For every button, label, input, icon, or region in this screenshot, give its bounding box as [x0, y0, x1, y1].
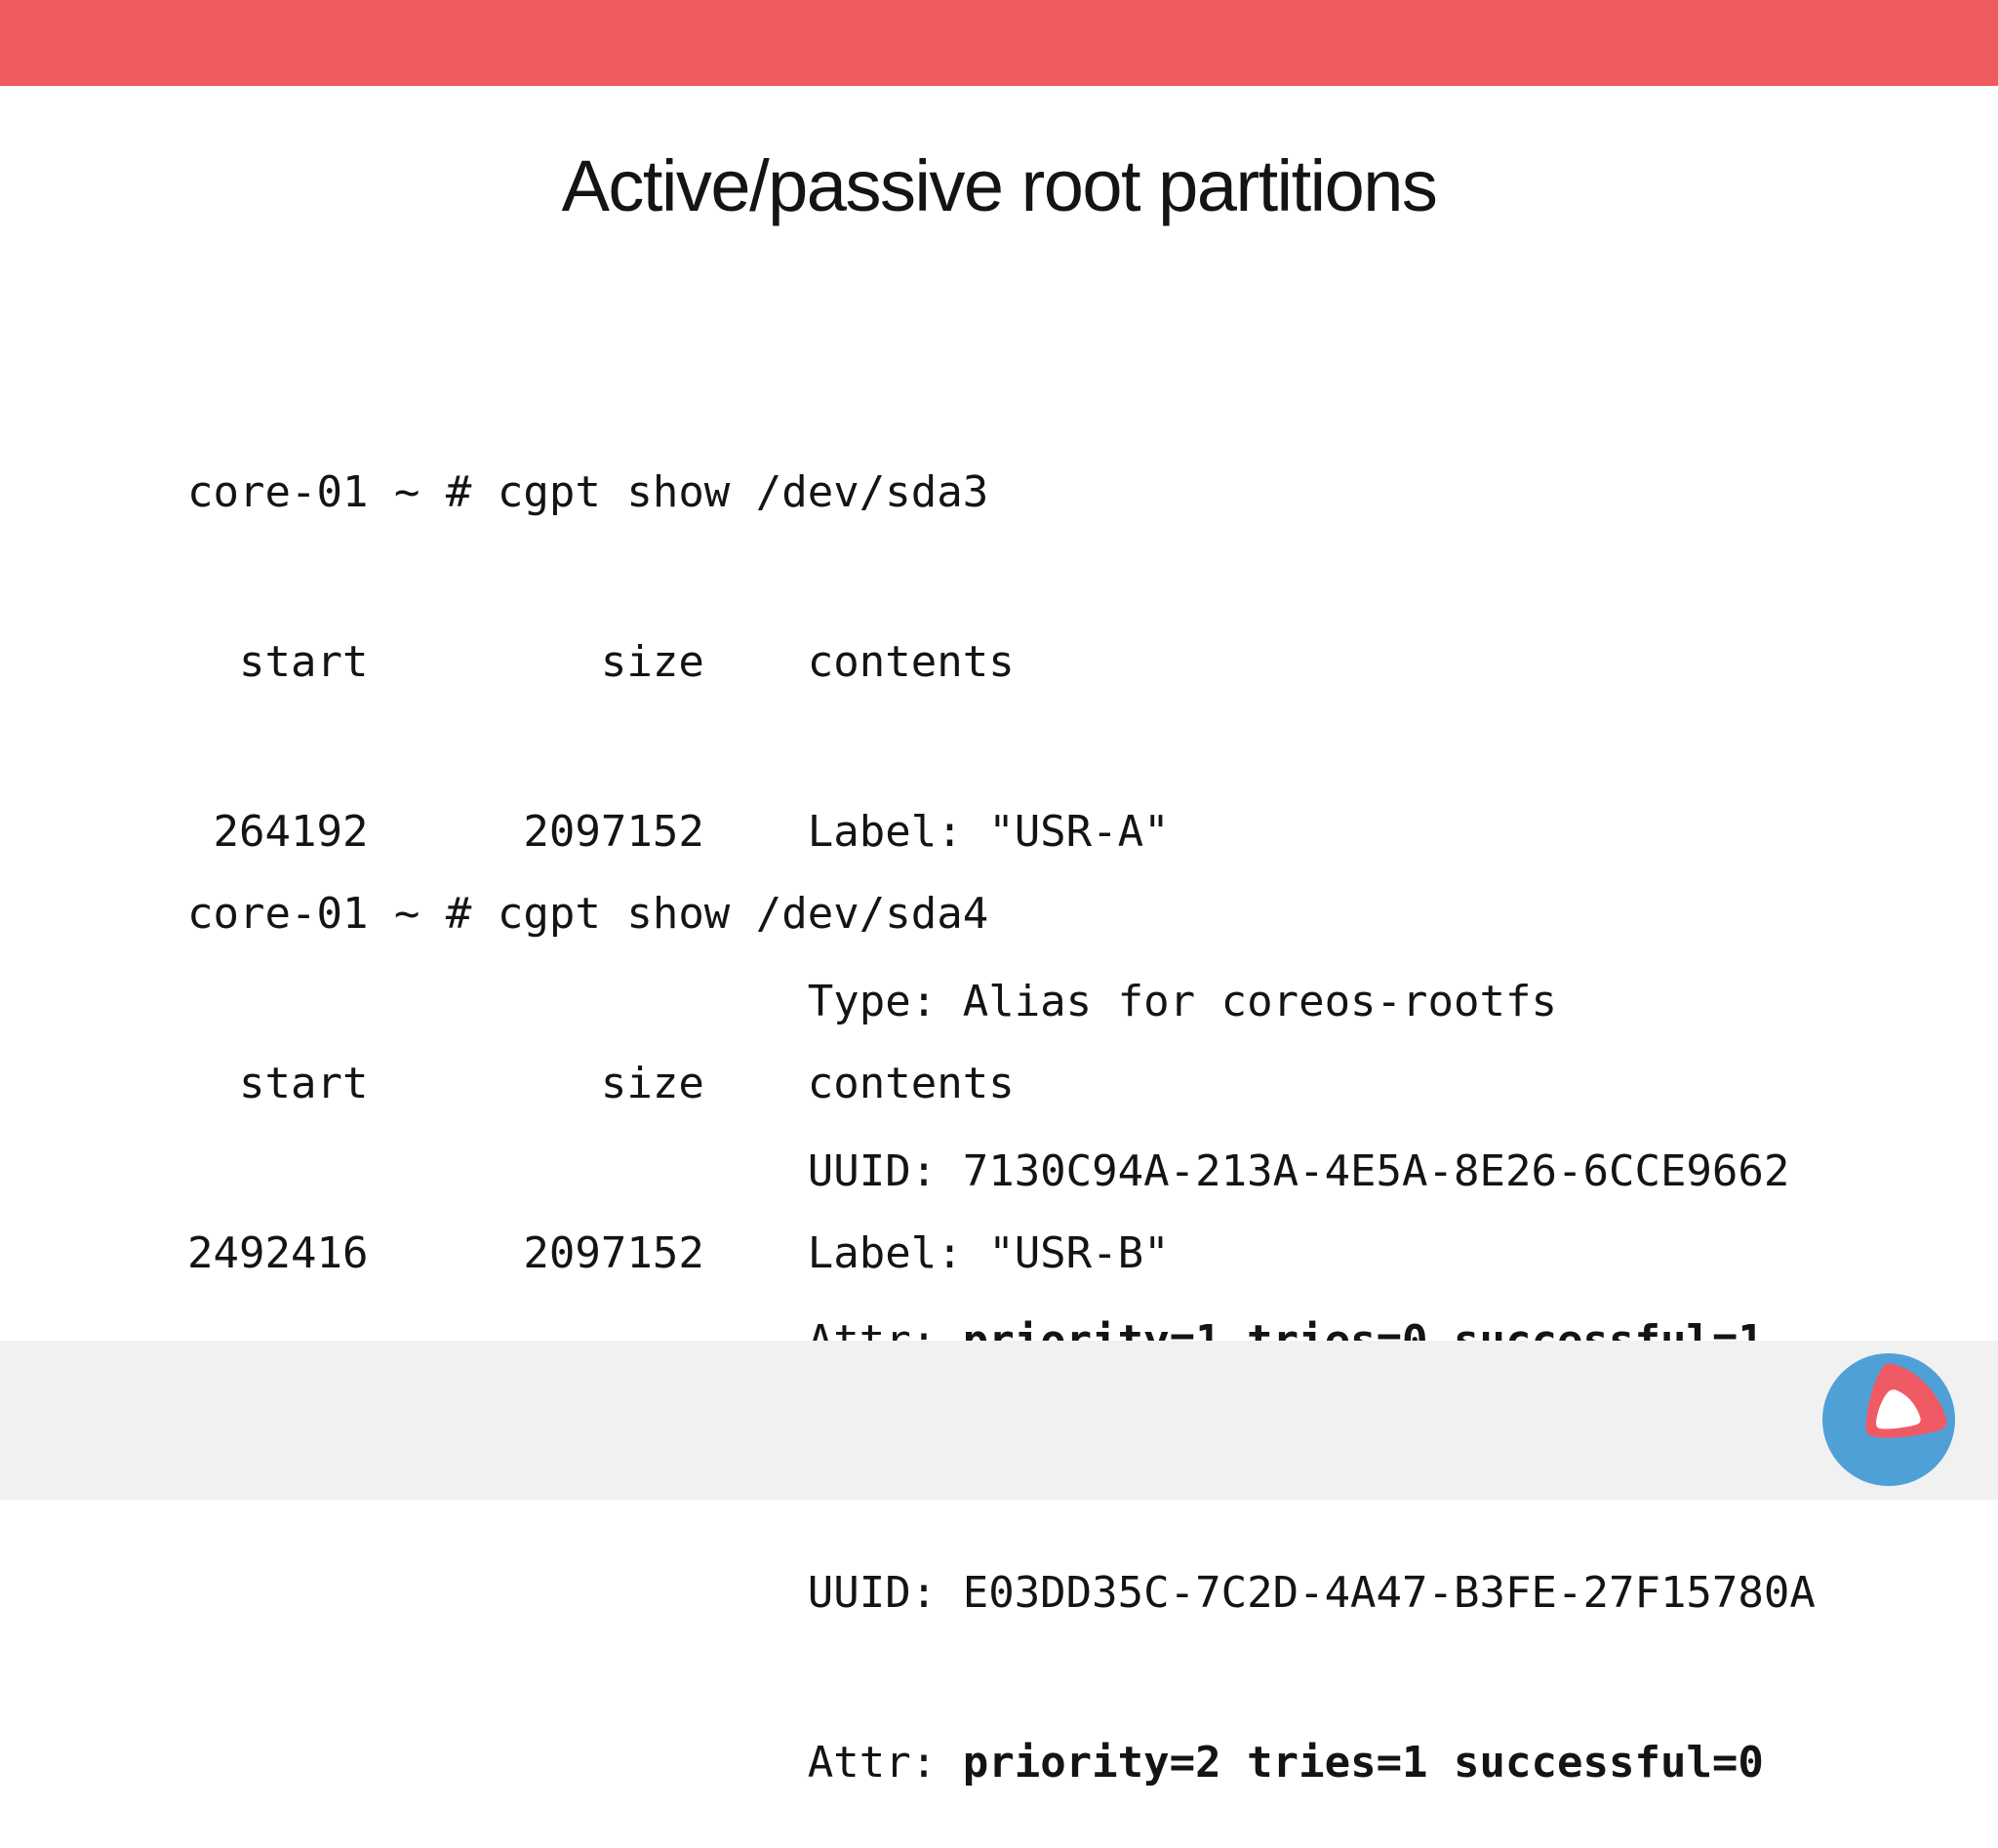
terminal-command-line: core-01 ~ # cgpt show /dev/sda3	[187, 467, 989, 517]
terminal-command-line: core-01 ~ # cgpt show /dev/sda4	[187, 889, 989, 939]
footer-band	[0, 1341, 1998, 1500]
top-accent-bar	[0, 0, 1998, 86]
terminal-header-line: start size contents	[187, 637, 1015, 687]
terminal-uuid-line: UUID: E03DD35C-7C2D-4A47-B3FE-27F15780A	[187, 1568, 1816, 1618]
terminal-attr-line: Attr: priority=2 tries=1 successful=0	[187, 1735, 1816, 1791]
slide-title: Active/passive root partitions	[561, 145, 1438, 226]
attr-value-bold: priority=2 tries=1 successful=0	[962, 1738, 1764, 1788]
terminal-type-line: Type: Alias for coreos-rootfs	[187, 977, 1557, 1026]
terminal-label-line: 2492416 2097152 Label: "USR-B"	[187, 1228, 1170, 1278]
terminal-header-line: start size contents	[187, 1059, 1015, 1108]
terminal-block-sda3: core-01 ~ # cgpt show /dev/sda3 start si…	[187, 351, 1789, 1426]
terminal-uuid-line: UUID: 7130C94A-213A-4E5A-8E26-6CCE9662	[187, 1146, 1790, 1196]
coreos-logo-icon	[1822, 1353, 1955, 1486]
terminal-block-sda4: core-01 ~ # cgpt show /dev/sda4 start si…	[187, 773, 1816, 1848]
terminal-label-line: 264192 2097152 Label: "USR-A"	[187, 807, 1170, 857]
logo-core	[1875, 1389, 1921, 1429]
attr-label: Attr:	[187, 1738, 963, 1788]
